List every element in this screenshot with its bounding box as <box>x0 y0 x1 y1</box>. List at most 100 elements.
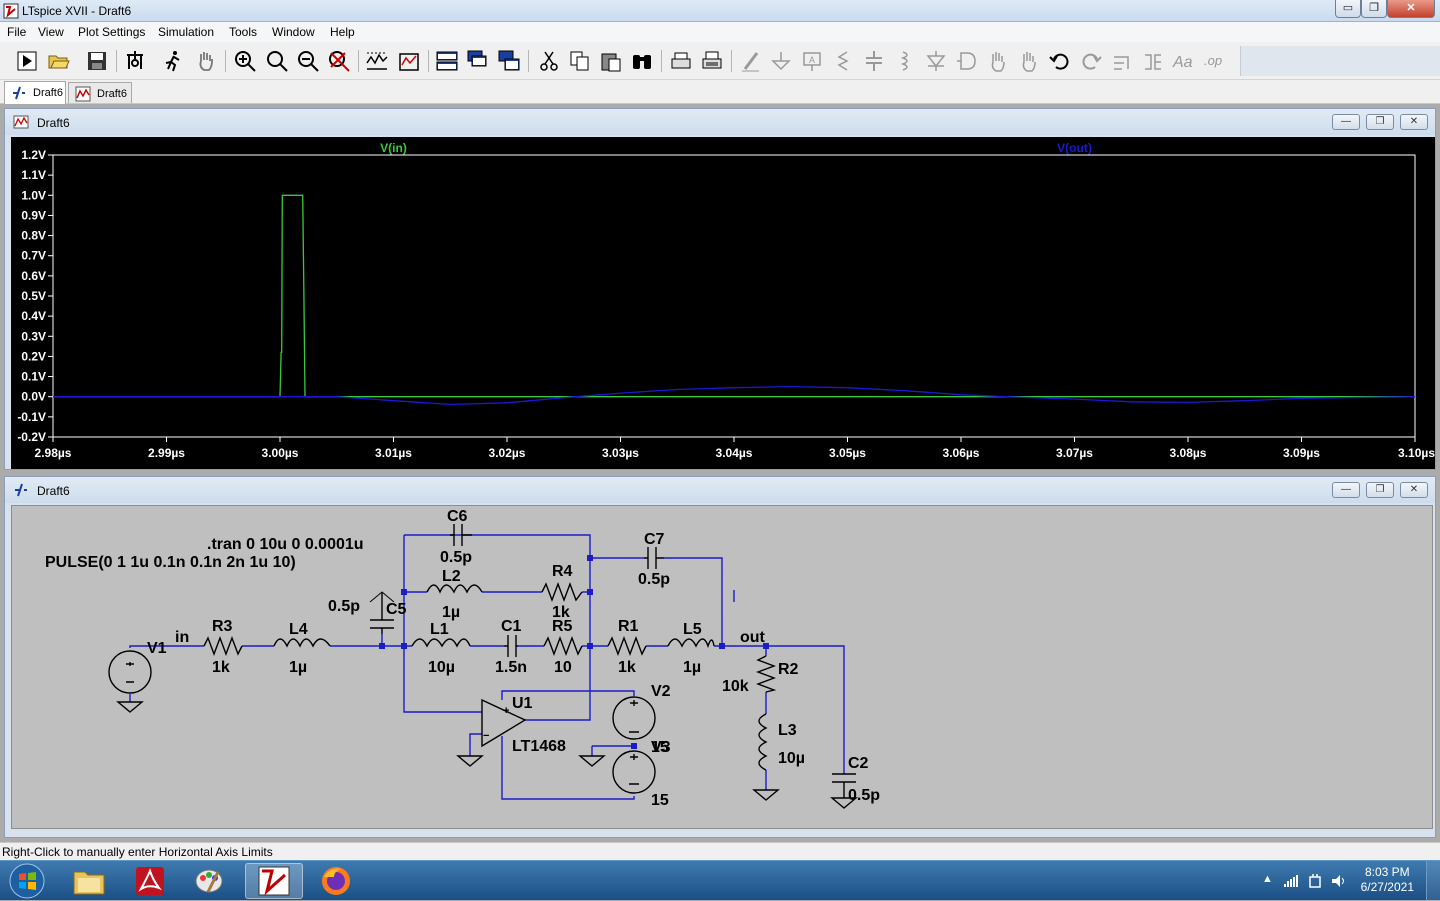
waveform-minimize-button[interactable]: — <box>1332 114 1360 130</box>
tile-icon[interactable] <box>396 48 422 74</box>
move-icon[interactable] <box>985 48 1011 74</box>
text-icon[interactable]: Aa <box>1171 48 1197 74</box>
zoom-fit-icon[interactable] <box>326 48 352 74</box>
run-icon[interactable] <box>14 48 40 74</box>
tray-expand-arrow[interactable]: ▲ <box>1262 873 1273 885</box>
taskbar-paint[interactable] <box>180 863 238 899</box>
waveform-restore-button[interactable]: ❐ <box>1366 114 1394 130</box>
cascade-icon[interactable] <box>465 48 491 74</box>
capacitor-c7[interactable] <box>644 547 664 569</box>
save-icon[interactable] <box>84 48 110 74</box>
pan-icon[interactable] <box>193 48 219 74</box>
schematic-drawing[interactable]: .tran 0 10u 0 0.0001u PULSE(0 1 1u 0.1n … <box>12 506 1434 830</box>
paste-icon[interactable] <box>598 48 624 74</box>
l1-value: 10µ <box>428 659 455 676</box>
ground-icon[interactable] <box>768 48 794 74</box>
schematic-canvas[interactable]: .tran 0 10u 0 0.0001u PULSE(0 1 1u 0.1n … <box>11 505 1433 829</box>
volume-icon[interactable] <box>1330 873 1348 889</box>
taskbar-firefox[interactable] <box>307 863 365 899</box>
control-panel-icon[interactable] <box>122 48 148 74</box>
menu-window[interactable]: Window <box>272 25 315 39</box>
zoom-area-icon[interactable] <box>264 48 290 74</box>
x-tick-label: 3.03µs <box>602 446 639 460</box>
menu-view[interactable]: View <box>38 25 64 39</box>
mirror-icon[interactable] <box>1140 48 1166 74</box>
inductor-l4[interactable] <box>273 638 331 648</box>
autorange-icon[interactable] <box>364 48 390 74</box>
menu-help[interactable]: Help <box>330 25 355 39</box>
inductor-l1[interactable] <box>411 638 471 648</box>
spice-directive-icon[interactable]: .op <box>1202 48 1228 74</box>
print-icon[interactable] <box>668 48 694 74</box>
show-desktop-button[interactable] <box>1426 861 1440 901</box>
redo-icon[interactable] <box>1078 48 1104 74</box>
pulse-spec[interactable]: PULSE(0 1 1u 0.1n 0.1n 2n 1u 10) <box>45 554 296 571</box>
resistor-r1[interactable] <box>607 636 647 656</box>
v2-source[interactable] <box>612 696 656 740</box>
power-icon[interactable] <box>1307 873 1323 889</box>
cut-icon[interactable] <box>536 48 562 74</box>
resistor-icon[interactable] <box>830 48 856 74</box>
inductor-l5[interactable] <box>667 638 715 649</box>
resistor-r4[interactable] <box>541 582 583 602</box>
open-icon[interactable] <box>46 48 72 74</box>
drag-icon[interactable] <box>1016 48 1042 74</box>
close-all-icon[interactable] <box>496 48 522 74</box>
component-icon[interactable] <box>954 48 980 74</box>
capacitor-c2[interactable] <box>832 773 856 798</box>
inductor-l3[interactable] <box>758 713 768 771</box>
v1-source[interactable] <box>108 650 152 694</box>
zoom-in-icon[interactable] <box>232 48 258 74</box>
label-net-icon[interactable]: A <box>799 48 825 74</box>
ltspice-icon <box>258 866 290 896</box>
capacitor-c5[interactable] <box>370 592 394 634</box>
menu-simulation[interactable]: Simulation <box>158 25 215 39</box>
zoom-out-icon[interactable] <box>295 48 321 74</box>
copy-icon[interactable] <box>567 48 593 74</box>
taskbar-acrobat[interactable] <box>121 863 179 899</box>
resistor-r5[interactable] <box>543 636 583 656</box>
r5-value: 10 <box>554 659 572 676</box>
network-icon[interactable] <box>1283 873 1299 889</box>
taskbar-ltspice[interactable] <box>245 863 303 899</box>
menu-file[interactable]: File <box>7 25 27 39</box>
v3-source[interactable] <box>612 750 656 794</box>
diode-icon[interactable] <box>923 48 949 74</box>
capacitor-icon[interactable] <box>861 48 887 74</box>
resistor-r2[interactable] <box>756 655 777 693</box>
schematic-restore-button[interactable]: ❐ <box>1366 482 1394 498</box>
schematic-icon <box>15 483 27 497</box>
tab-waveform[interactable]: Draft6 <box>68 82 132 103</box>
halt-icon[interactable] <box>160 48 186 74</box>
tab-schematic[interactable]: Draft6 <box>4 81 66 104</box>
menu-tools[interactable]: Tools <box>229 25 258 39</box>
system-clock[interactable]: 8:03 PM 6/27/2021 <box>1361 865 1414 895</box>
restore-button[interactable]: ❐ <box>1361 0 1387 18</box>
find-icon[interactable] <box>629 48 655 74</box>
waveform-close-button[interactable]: ✕ <box>1400 114 1428 130</box>
waveform-chart[interactable]: 1.2V1.1V1.0V0.9V0.8V0.7V0.6V0.5V0.4V0.3V… <box>11 137 1435 469</box>
minimize-button[interactable]: ▭ <box>1335 0 1361 18</box>
menu-plot-settings[interactable]: Plot Settings <box>78 25 146 39</box>
start-button[interactable] <box>0 863 54 899</box>
schematic-close-button[interactable]: ✕ <box>1400 482 1428 498</box>
inductor-icon[interactable] <box>892 48 918 74</box>
taskbar-file-explorer[interactable] <box>60 863 118 899</box>
schematic-minimize-button[interactable]: — <box>1332 482 1360 498</box>
rotate-icon[interactable] <box>1109 48 1135 74</box>
horizontal-tile-icon[interactable] <box>434 48 460 74</box>
close-button[interactable]: ✕ <box>1387 0 1435 18</box>
ground-l3 <box>752 789 780 801</box>
capacitor-c6[interactable] <box>450 524 472 546</box>
paint-icon <box>195 869 223 893</box>
wire-icon[interactable] <box>738 48 764 74</box>
undo-icon[interactable] <box>1047 48 1073 74</box>
resistor-r3[interactable] <box>203 636 243 656</box>
opamp-u1[interactable] <box>481 698 527 748</box>
inductor-l2[interactable] <box>426 584 483 594</box>
c1-name: C1 <box>501 618 522 635</box>
capacitor-c1[interactable] <box>504 635 518 657</box>
tran-directive[interactable]: .tran 0 10u 0 0.0001u <box>207 536 364 553</box>
print-preview-icon[interactable] <box>699 48 725 74</box>
